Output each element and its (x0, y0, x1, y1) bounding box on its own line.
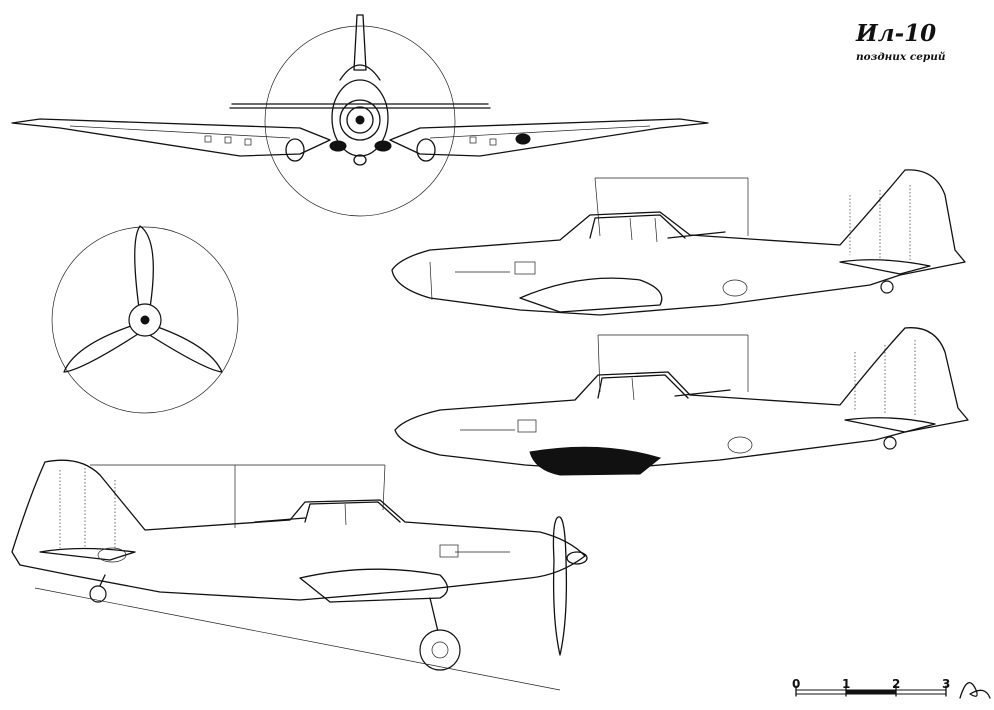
signature-mark (959, 682, 991, 699)
right-side-view-gear-down (11, 459, 588, 691)
scale-label-3: 3 (942, 677, 951, 691)
scale-label-0: 0 (792, 677, 801, 691)
left-side-view-alt (394, 327, 969, 476)
scale-bar (795, 685, 947, 697)
left-side-view (391, 169, 966, 316)
scale-label-2: 2 (892, 677, 901, 691)
front-view (11, 14, 709, 217)
drawing-subtitle: поздних серий (856, 51, 946, 63)
propeller-view (51, 225, 239, 414)
drawing-title: Ил-10 (856, 20, 937, 47)
scale-label-1: 1 (842, 677, 851, 691)
